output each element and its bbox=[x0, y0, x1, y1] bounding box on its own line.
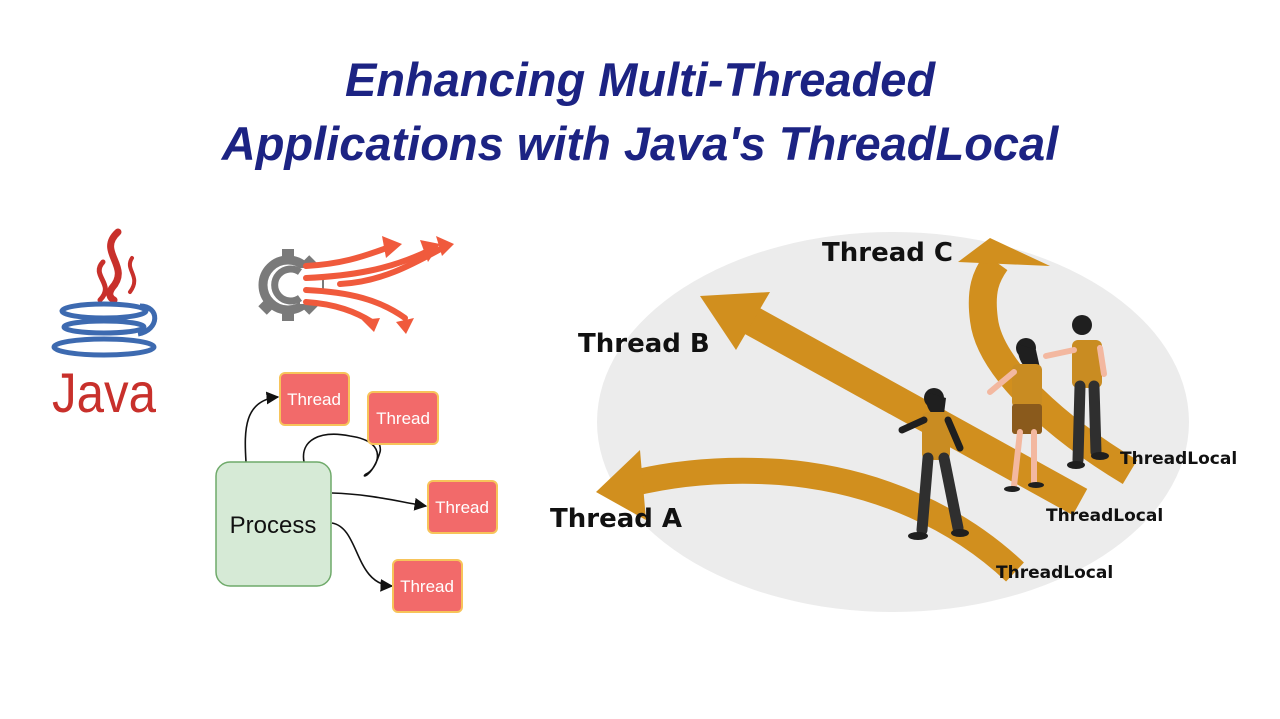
thread-box: Thread bbox=[392, 559, 463, 613]
thread-a-label: Thread A bbox=[550, 504, 682, 534]
thread-box-label: Thread bbox=[376, 409, 430, 428]
connector-arrow bbox=[244, 391, 280, 463]
split-arrows-icon bbox=[303, 243, 449, 325]
connector-arrow bbox=[331, 522, 394, 592]
threadlocal-illustration: Thread A Thread B Thread C ThreadLocal T… bbox=[550, 232, 1237, 612]
thread-b-label: Thread B bbox=[578, 329, 710, 359]
connector-arrow bbox=[331, 492, 428, 511]
person-figure bbox=[1043, 315, 1109, 469]
thread-c-label: Thread C bbox=[822, 238, 953, 268]
java-logo-text: Java bbox=[52, 361, 157, 424]
java-logo: Java bbox=[51, 228, 158, 424]
thread-box-label: Thread bbox=[400, 577, 454, 596]
process-thread-diagram: Process Thread Thread Thread Thread bbox=[215, 372, 498, 613]
page-title: Enhancing Multi-Threaded Applications wi… bbox=[0, 48, 1280, 176]
thread-box-label: Thread bbox=[435, 498, 489, 517]
threadlocal-label: ThreadLocal bbox=[1046, 506, 1163, 526]
gear-icon bbox=[258, 249, 324, 321]
java-coffee-cup-icon bbox=[51, 228, 158, 358]
connector-arrow bbox=[302, 424, 382, 477]
gear-split-arrows-icon bbox=[258, 236, 454, 334]
title-line-1: Enhancing Multi-Threaded bbox=[344, 53, 936, 106]
thread-box: Thread bbox=[427, 480, 498, 534]
process-box bbox=[215, 461, 332, 587]
thread-b-arrow bbox=[700, 292, 1088, 516]
thread-box: Thread bbox=[367, 391, 439, 445]
thread-box-label: Thread bbox=[287, 390, 341, 409]
person-figure bbox=[898, 388, 969, 540]
process-label: Process bbox=[230, 512, 317, 539]
threadlocal-label: ThreadLocal bbox=[1120, 449, 1237, 469]
title-line-2: Applications with Java's ThreadLocal bbox=[221, 117, 1059, 170]
threadlocal-label: ThreadLocal bbox=[996, 563, 1113, 583]
thread-box: Thread bbox=[279, 372, 350, 426]
person-figure bbox=[987, 338, 1044, 492]
